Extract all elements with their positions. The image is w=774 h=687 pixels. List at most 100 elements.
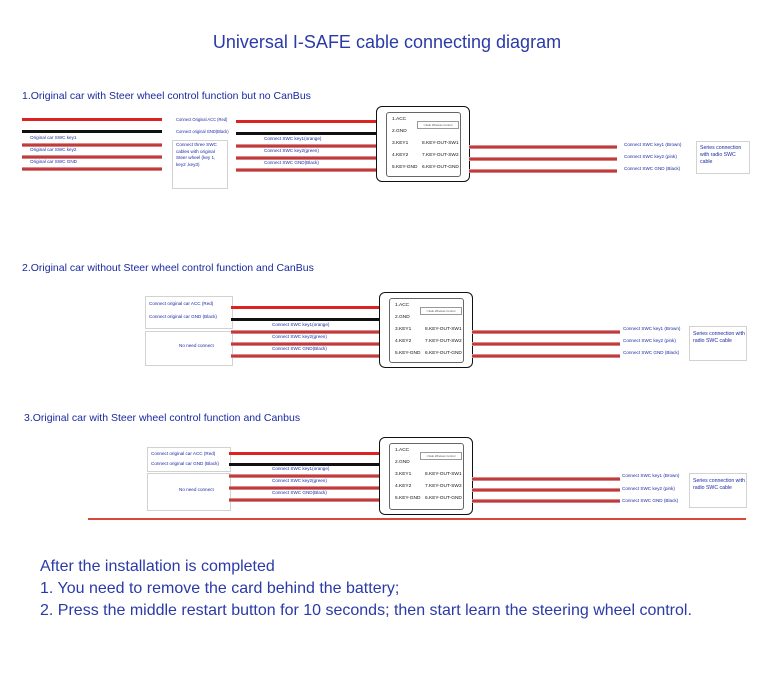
instruction-step-2: 2. Press the middle restart button for 1…: [40, 602, 692, 619]
instruction-step-1: 1. You need to remove the card behind th…: [40, 580, 400, 597]
s1-acc-wire-left: [22, 118, 162, 121]
s1-orig-key2-label: Original car SWC key2: [30, 147, 77, 152]
s3-note-text: No need connect: [179, 487, 214, 492]
s2-note-text: No need connect: [179, 343, 214, 348]
s2-swc-gnd-wire: [231, 354, 379, 358]
s1-out-key2-label: Connect SWC key2 (pink): [624, 154, 677, 159]
s3-swc-key2-label: Connect SWC key2(green): [272, 478, 327, 483]
s3-module-panel: 1.ACC 2.GND 3.KEY1 4.KEY2 5.KEY-GND 8.KE…: [389, 443, 464, 510]
s2-out-gnd-wire: [472, 354, 620, 358]
section-2-title: 2.Original car without Steer wheel contr…: [22, 262, 314, 274]
s2-gnd-label: Connect original car GND (Black): [149, 314, 217, 319]
s2-module-brand: I-Safe Wireless Control: [420, 307, 462, 315]
s1-key2-wire-left: [22, 155, 162, 159]
s1-swc-key2-label: Connect SWC key2(green): [264, 148, 319, 153]
s1-acc-label: Connect Original ACC (Red): [176, 117, 228, 122]
s3-note-box: No need connect: [147, 473, 231, 511]
s2-pin-sw1: 8.KEY-OUT-SW1: [425, 327, 462, 332]
s1-module-panel: 1.ACC 2.GND 3.KEY1 4.KEY2 5.KEY-GND 8.KE…: [386, 112, 461, 177]
s2-swc-key2-wire: [231, 342, 379, 346]
s3-swc-gnd-wire: [229, 498, 379, 502]
s1-series-text: Series connection with radio SWC cable: [700, 145, 742, 165]
s2-swc-key1-label: Connect SWC key1(orange): [272, 322, 330, 327]
s2-pin-outgnd: 6.KEY-OUT-GND: [425, 351, 462, 356]
s3-out-gnd-label: Connect SWC GND (Black): [622, 498, 679, 503]
s3-gnd-wire: [229, 463, 379, 466]
s2-pin-key1: 3.KEY1: [395, 327, 412, 332]
s2-pin-acc: 1.ACC: [395, 303, 410, 308]
s1-series-box: Series connection with radio SWC cable: [696, 141, 750, 174]
s1-out-gnd-label: Connect SWC GND (Black): [624, 166, 681, 171]
s2-out-gnd-label: Connect SWC GND (Black): [623, 350, 680, 355]
section-1-title: 1.Original car with Steer wheel control …: [22, 90, 311, 102]
s1-pin-gnd: 2.GND: [392, 129, 407, 134]
s1-gnd-swc-wire-left: [22, 167, 162, 171]
s2-acc-label: Connect original car ACC (Red): [149, 301, 214, 306]
s3-module-brand: I-Safe Wireless Control: [420, 452, 462, 460]
s3-out-key1-wire: [472, 477, 620, 481]
s1-pin-key1: 3.KEY1: [392, 141, 409, 146]
s2-pin-key2: 4.KEY2: [395, 339, 412, 344]
s2-power-box: Connect original car ACC (Red) Connect o…: [145, 296, 233, 329]
s3-power-box: Connect original car ACC (Red) Connect o…: [147, 447, 231, 472]
s2-out-key2-label: Connect SWC key2 (pink): [623, 338, 676, 343]
s2-pin-keygnd: 5.KEY-GND: [395, 351, 421, 356]
s3-swc-gnd-label: Connect SWC GND(Black): [272, 490, 327, 495]
s3-swc-key2-wire: [229, 486, 379, 490]
s3-pin-gnd: 2.GND: [395, 460, 410, 465]
s2-note-box: No need connect: [145, 331, 233, 366]
s1-swc-gnd-label: Connect SWC GND(Black): [264, 160, 319, 165]
s3-out-key2-label: Connect SWC key2 (pink): [622, 486, 675, 491]
s2-series-text: Series connection with radio SWC cable: [693, 331, 745, 344]
s1-acc-wire: [236, 120, 376, 123]
s1-swc-key2-wire: [236, 156, 376, 160]
s3-acc-wire: [229, 452, 379, 455]
s3-pin-sw1: 8.KEY-OUT-SW1: [425, 472, 462, 477]
s1-orig-key1-label: Original car SWC key1: [30, 135, 77, 140]
s2-out-key2-wire: [472, 342, 620, 346]
s2-module-panel: 1.ACC 2.GND 3.KEY1 4.KEY2 5.KEY-GND 8.KE…: [389, 298, 464, 363]
s1-pin-key2: 4.KEY2: [392, 153, 409, 158]
s1-gnd-wire: [236, 132, 376, 135]
separator-line: [88, 518, 746, 520]
instruction-heading: After the installation is completed: [40, 558, 275, 575]
s1-key1-wire-left: [22, 143, 162, 147]
s1-module-brand: I-Safe Wireless Control: [417, 121, 459, 129]
s3-swc-key1-label: Connect SWC key1(orange): [272, 466, 330, 471]
s3-pin-key1: 3.KEY1: [395, 472, 412, 477]
s3-swc-key1-wire: [229, 474, 379, 478]
s2-gnd-wire: [231, 318, 379, 321]
s1-gnd-wire-left: [22, 130, 162, 133]
s2-acc-wire: [231, 306, 379, 309]
s3-series-box: Series connection with radio SWC cable: [689, 473, 747, 508]
s2-swc-gnd-label: Connect SWC GND(Black): [272, 346, 327, 351]
s2-pin-sw2: 7.KEY-OUT-SW2: [425, 339, 462, 344]
s1-pin-outgnd: 6.KEY-OUT-GND: [422, 165, 459, 170]
s1-out-key1-label: Connect SWC key1 (Brown): [624, 142, 682, 147]
s1-swc-gnd-wire: [236, 168, 376, 172]
s1-swc-key1-wire: [236, 144, 376, 148]
diagram-title: Universal I-SAFE cable connecting diagra…: [212, 32, 562, 52]
s2-series-box: Series connection with radio SWC cable: [689, 326, 747, 361]
s3-series-text: Series connection with radio SWC cable: [693, 478, 745, 491]
s1-pin-sw2: 7.KEY-OUT-SW2: [422, 153, 459, 158]
s3-pin-key2: 4.KEY2: [395, 484, 412, 489]
s3-gnd-label: Connect original car GND (Black): [151, 461, 219, 466]
s2-out-key1-label: Connect SWC key1 (Brown): [623, 326, 681, 331]
s2-out-key1-wire: [472, 330, 620, 334]
s3-out-key2-wire: [472, 488, 620, 492]
s1-swc-key1-label: Connect SWC key1(orange): [264, 136, 322, 141]
s1-out-key1-wire: [469, 145, 617, 149]
s1-out-gnd-wire: [469, 169, 617, 173]
s1-pin-acc: 1.ACC: [392, 117, 407, 122]
s1-gnd-label: Connect original GND(Black): [176, 129, 229, 134]
s1-note-text: Connect three SWC cables with original S…: [176, 142, 217, 167]
s3-pin-sw2: 7.KEY-OUT-SW2: [425, 484, 462, 489]
s1-pin-sw1: 8.KEY-OUT-SW1: [422, 141, 459, 146]
s2-swc-key2-label: Connect SWC key2(green): [272, 334, 327, 339]
section-3-title: 3.Original car with Steer wheel control …: [24, 412, 301, 424]
s1-pin-keygnd: 5.KEY-GND: [392, 165, 418, 170]
s3-pin-keygnd: 5.KEY-GND: [395, 496, 421, 501]
s1-note-box: Connect three SWC cables with original S…: [172, 140, 228, 189]
s2-swc-key1-wire: [231, 330, 379, 334]
